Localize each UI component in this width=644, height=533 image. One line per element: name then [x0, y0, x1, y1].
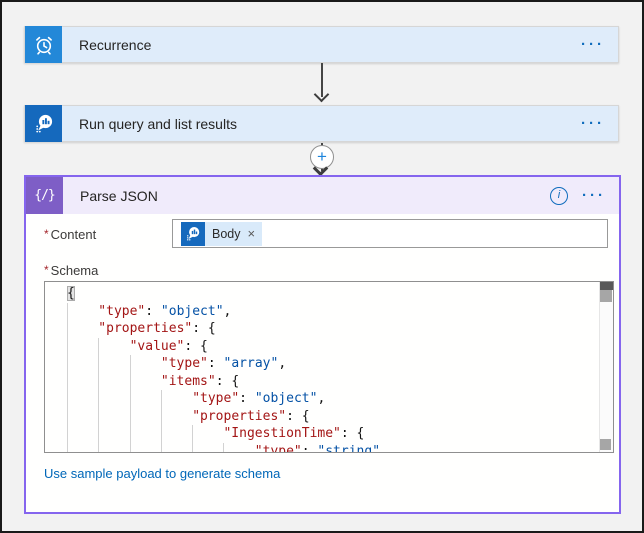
recurrence-clock-icon	[25, 26, 62, 63]
card-title: Recurrence	[79, 36, 152, 53]
card-title: Run query and list results	[79, 115, 237, 132]
ellipsis-menu-icon[interactable]: ···	[582, 186, 606, 204]
token-remove-icon[interactable]: ×	[247, 226, 256, 241]
code-line: "type": "object",	[67, 302, 598, 320]
scrollbar-thumb[interactable]	[600, 290, 612, 302]
ellipsis-menu-icon[interactable]: ···	[581, 114, 605, 132]
parse-json-icon: {/}	[26, 177, 63, 214]
body-token[interactable]: Body ×	[181, 221, 263, 246]
code-line: {	[67, 286, 75, 301]
connector-line	[321, 63, 323, 97]
use-sample-payload-link[interactable]: Use sample payload to generate schema	[44, 466, 281, 481]
card-recurrence[interactable]: Recurrence ···	[24, 26, 619, 63]
code-line: "value": {	[67, 337, 598, 355]
content-input[interactable]: Body ×	[172, 219, 608, 248]
card-parse-json: {/} Parse JSON i ··· *Content	[24, 175, 621, 514]
card-run-query[interactable]: Run query and list results ···	[24, 105, 619, 142]
editor-scrollbar[interactable]	[599, 282, 613, 452]
required-asterisk: *	[44, 263, 49, 277]
azure-monitor-logs-icon	[181, 221, 205, 246]
code-line: "type": "array",	[67, 355, 598, 373]
scrollbar-ruler-mark	[600, 282, 613, 290]
parse-json-header[interactable]: {/} Parse JSON i ···	[26, 177, 619, 214]
schema-field-label: *Schema	[44, 263, 99, 278]
code-line: "items": {	[67, 372, 598, 390]
arrow-down-icon	[313, 86, 330, 103]
code-line: "IngestionTime": {	[67, 425, 598, 443]
schema-editor[interactable]: {"type": "object","properties": {"value"…	[44, 281, 614, 453]
ellipsis-menu-icon[interactable]: ···	[581, 35, 605, 53]
card-title: Parse JSON	[80, 187, 158, 204]
info-icon[interactable]: i	[550, 186, 568, 205]
code-line: "properties": {	[67, 407, 598, 425]
content-field-label: *Content	[44, 227, 97, 242]
azure-monitor-logs-icon	[25, 105, 62, 142]
insert-step-button[interactable]: +	[310, 145, 334, 169]
schema-code[interactable]: {"type": "object","properties": {"value"…	[45, 285, 598, 452]
required-asterisk: *	[44, 227, 49, 241]
token-label: Body	[212, 226, 241, 241]
scrollbar-corner	[600, 439, 611, 450]
code-line: "type": "object",	[67, 390, 598, 408]
code-line: "type": "string"	[67, 442, 598, 452]
code-line: "properties": {	[67, 320, 598, 338]
